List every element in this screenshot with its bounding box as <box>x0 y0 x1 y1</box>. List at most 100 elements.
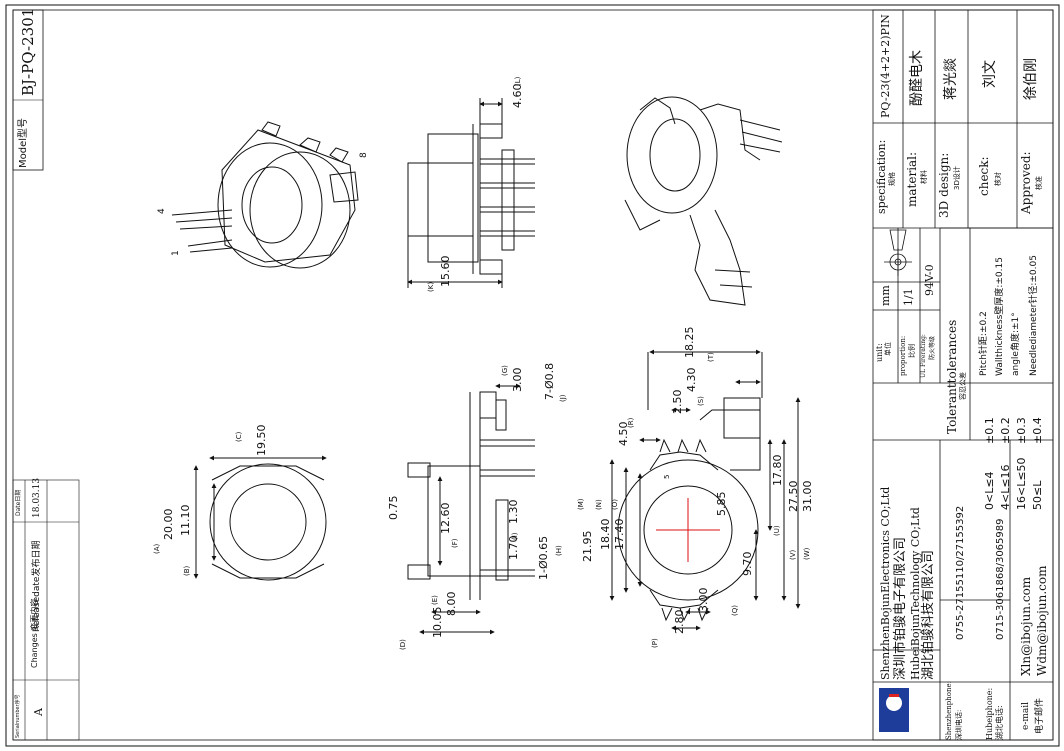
letter-K: (K) <box>427 281 435 292</box>
proportion-label-cn: 比例 <box>908 344 916 358</box>
tol-range-1: 0<L≤4 <box>983 471 996 510</box>
fire-label: UL Firerating: <box>920 334 927 378</box>
dim-r1: 1.70 <box>507 535 520 561</box>
letter-J: (J) <box>559 394 567 402</box>
dim-B: 11.10 <box>179 504 192 537</box>
rev-row-change: Releasedate发布日期 <box>32 540 42 632</box>
dim-K: 15.60 <box>439 255 452 288</box>
letter-M: (M) <box>577 498 585 510</box>
dim-585: 5.85 <box>715 491 728 517</box>
dim-D: 10.05 <box>431 606 444 639</box>
phone-sz: 0755-27155110/27155392 <box>955 505 966 640</box>
letter-F: (F) <box>451 538 459 549</box>
company-line-4: 湖北铂骏科技有限公司 <box>921 549 936 680</box>
email-label-cn: 电子邮件 <box>1035 697 1045 734</box>
fire-value: 94V-0 <box>923 264 936 296</box>
company-line-1: ShenzhenBojunElectronics CO;Ltd <box>879 486 892 680</box>
letter-B: (B) <box>183 565 191 576</box>
revision-table <box>12 479 80 741</box>
tol-needle: Needlediameter针径:±0.05 <box>1029 255 1039 376</box>
rev-header-serial: Serialnumber序号 <box>15 694 21 738</box>
dim-N: 18.40 <box>599 518 612 551</box>
projection-symbol <box>884 229 912 276</box>
model-number: BJ-PQ-2301 <box>19 7 37 96</box>
dim-J: 7-Ø0.8 <box>543 362 556 400</box>
letter-D: (D) <box>399 639 407 650</box>
model-label: Model型号 <box>18 117 29 168</box>
unit-label: unit: <box>875 343 884 362</box>
phone-hb: 0715-3061868/3065989 <box>995 518 1006 641</box>
proportion-value: 1/1 <box>902 288 915 306</box>
material-label-cn: 材料 <box>920 170 928 184</box>
dim-C: 19.50 <box>255 424 268 457</box>
iso-view-right <box>624 96 783 306</box>
email-label: e-mail <box>1021 701 1031 730</box>
proportion-label: proportion: <box>899 335 907 376</box>
check-label: check: <box>977 156 991 196</box>
email-1: Xln@ibojun.com <box>1019 576 1033 676</box>
letter-E: (E) <box>431 595 439 605</box>
letter-L: (L) <box>514 76 522 86</box>
title-block <box>872 9 1054 741</box>
letter-U: (U) <box>773 525 781 536</box>
letter-H: (H) <box>555 545 563 556</box>
dim-r0: 0.75 <box>387 495 400 521</box>
tol-range-2: 4<L≤16 <box>999 464 1012 510</box>
design-label: 3D design: <box>937 152 951 218</box>
dim-Q4: 4.50 <box>617 421 630 447</box>
fire-label-cn: 防火等级 <box>929 335 936 360</box>
dim-V: 27.50 <box>787 480 800 513</box>
tol-value-1: ±0.1 <box>983 417 996 444</box>
unit-value: mm <box>879 285 892 306</box>
company-line-3: HubeiBojunTechnology CO;Ltd <box>909 507 922 680</box>
phone-hb-label: Hubeiphone: <box>985 687 994 740</box>
dim-H: 1-Ø0.65 <box>537 535 550 580</box>
tolerance-title: Toleranttolerances <box>945 319 959 434</box>
sheet-border <box>5 4 1060 747</box>
approved-value: 徐伯刚 <box>1023 58 1039 100</box>
company-logo <box>879 688 909 732</box>
rev-row-date: 18.03.13 <box>32 477 42 518</box>
tol-angle: angle角度:±1° <box>1011 312 1021 376</box>
tol-value-3: ±0.3 <box>1015 417 1028 444</box>
pin-label-4: 4 <box>157 208 167 214</box>
dim-T: 18.25 <box>683 326 696 359</box>
material-label: material: <box>905 151 919 207</box>
tol-wall: Wallthickness壁厚度:±0.15 <box>995 257 1005 376</box>
letter-G: (G) <box>501 365 509 376</box>
letter-C: (C) <box>235 431 243 442</box>
spec-value: PQ-23(4+2+2)PIN <box>879 14 892 118</box>
rev-row-serial: A <box>32 708 45 716</box>
tol-range-4: 50≤L <box>1031 480 1044 510</box>
letter-A: (A) <box>153 543 161 554</box>
centerlines <box>656 498 720 562</box>
dim-L: 4.60 <box>511 83 524 109</box>
side-view-bottom <box>407 383 535 635</box>
front-view-bottom <box>193 455 327 581</box>
design-value: 蒋光燚 <box>943 58 959 100</box>
dim-U: 17.80 <box>771 454 784 487</box>
letter-W: (W) <box>803 547 811 560</box>
front-view-right <box>609 349 801 631</box>
phone-sz-label-cn: 深圳电话: <box>955 709 963 740</box>
dim-S: 4.30 <box>685 367 698 393</box>
pin-label-5: 5 <box>663 474 671 479</box>
spec-label: specification: <box>875 139 888 214</box>
company-line-2: 深圳市铂骏电子有限公司 <box>893 536 908 680</box>
dim-A: 20.00 <box>162 508 175 541</box>
phone-hb-label-cn: 湖北电话: <box>995 705 1004 740</box>
design-label-cn: 3D设计 <box>953 166 961 190</box>
tol-value-4: ±0.4 <box>1031 417 1044 444</box>
material-value: 酚醛电木 <box>909 50 925 106</box>
tol-pitch: Pitch针距:±0.2 <box>979 311 989 376</box>
letter-N: (N) <box>595 499 603 510</box>
dim-O: 17.40 <box>613 518 626 551</box>
approved-label: Approved: <box>1019 151 1033 214</box>
dim-F: 12.60 <box>439 502 452 535</box>
letter-T: (T) <box>707 352 715 362</box>
letter-Q: (Q) <box>731 605 739 616</box>
email-2: Wdm@ibojun.com <box>1035 565 1049 676</box>
logo-text: BOJUN <box>909 700 916 722</box>
